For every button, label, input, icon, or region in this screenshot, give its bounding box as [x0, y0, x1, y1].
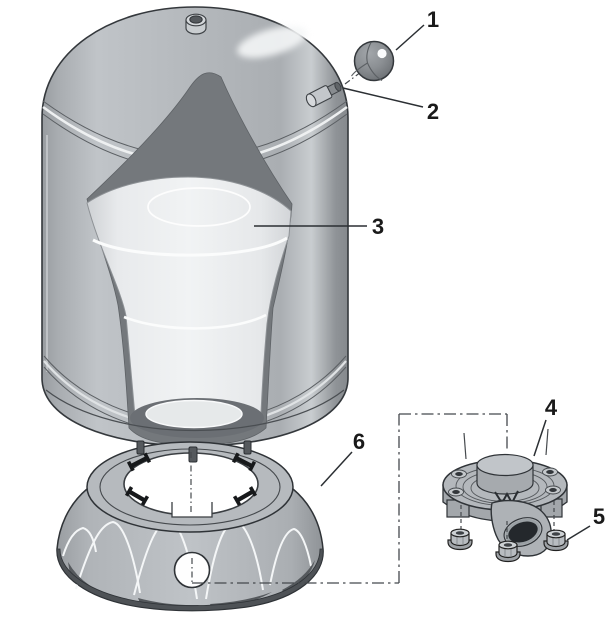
hex-nut: [447, 528, 473, 551]
leader-line: [533, 419, 547, 457]
callout-1: 1: [395, 7, 439, 51]
callout-label: 3: [372, 214, 384, 239]
air-valve: [305, 81, 342, 108]
hex-nut: [543, 529, 569, 552]
stud-line: [545, 428, 549, 456]
leader-line: [342, 87, 424, 108]
callout-label: 1: [427, 7, 439, 32]
callout-2: 2: [342, 87, 439, 124]
center-boss: [476, 453, 534, 495]
tank-bottom-edge: [45, 389, 345, 431]
split-ring-mark: [494, 490, 519, 506]
assembly-centerline: [192, 413, 508, 584]
callout-label: 6: [353, 429, 365, 454]
hex-nut: [495, 540, 521, 563]
bladder-top-ring: [147, 187, 251, 227]
leader-line: [566, 525, 591, 541]
callout-label: 4: [545, 395, 558, 420]
valve-axis-centerline: [344, 71, 362, 85]
bladder-seam-lower: [123, 313, 267, 330]
bladder-base: [145, 399, 243, 429]
base-notch: [172, 502, 212, 517]
valve-cap: [351, 40, 395, 82]
elbow-outlet: [490, 499, 552, 557]
callout-5: 5: [566, 504, 605, 541]
tank-studs: [136, 440, 252, 463]
stud-line: [463, 432, 467, 460]
flange-connector: [442, 428, 569, 563]
top-fitting: [185, 13, 207, 35]
leader-line: [395, 24, 425, 51]
base-front-hole: [173, 551, 211, 589]
hex-nuts: [447, 528, 569, 563]
bladder-seam-upper: [92, 236, 288, 257]
dome-highlight: [237, 26, 307, 58]
callout-6: 6: [320, 429, 365, 487]
cap-highlight: [377, 48, 387, 59]
pressure-tank: [41, 6, 395, 447]
leader-line: [320, 451, 353, 487]
callout-label: 5: [593, 504, 605, 529]
bladder: [86, 176, 292, 438]
base-clips: [124, 452, 258, 506]
callout-label: 2: [427, 99, 439, 124]
base-stand: [56, 440, 324, 612]
callout-4: 4: [533, 395, 558, 457]
callout-3: 3: [254, 214, 384, 239]
base-bottom-rim: [56, 548, 324, 612]
